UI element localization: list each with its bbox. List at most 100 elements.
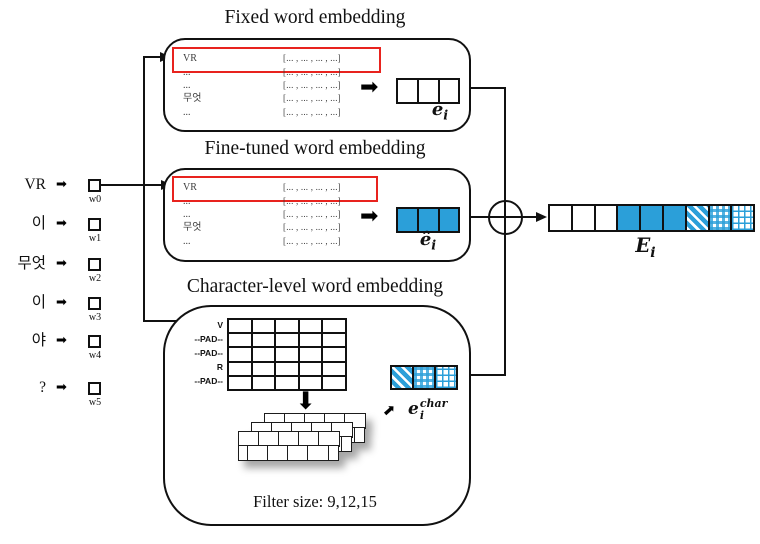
char-grid-cell xyxy=(321,346,347,363)
char-grid-cell xyxy=(297,317,323,335)
char-row-label: R xyxy=(216,362,223,372)
token-text: 이 xyxy=(31,215,46,232)
char-grid-cell xyxy=(274,374,300,391)
embedding-row-vector: [... , ... , ... , ...] xyxy=(283,67,341,77)
line-efixed-out xyxy=(459,87,506,90)
conv-row xyxy=(238,431,341,447)
filter-size-caption: Filter size: 9,12,15 xyxy=(253,492,377,511)
char-matrix-grid xyxy=(227,317,347,391)
embedding-row-word: ... xyxy=(183,79,191,91)
char-grid-cell xyxy=(321,360,347,377)
vector-cell-stripe xyxy=(686,206,710,230)
char-grid-cell xyxy=(227,360,253,377)
embedding-row-word: 무엇 xyxy=(183,92,202,104)
conv-cell xyxy=(307,445,330,462)
embedding-row-word: 무엇 xyxy=(183,221,202,233)
char-box-title: Character-level word embedding xyxy=(186,276,444,297)
e-char-superscript: char xyxy=(419,397,448,410)
embedding-row-word: ... xyxy=(183,106,191,118)
embedding-row-word: ... xyxy=(183,195,191,207)
char-grid-cell xyxy=(250,374,276,391)
vector-cell-white xyxy=(572,206,596,230)
word-node-label: w4 xyxy=(88,349,102,361)
vector-cell-white xyxy=(439,80,459,102)
conv-cell xyxy=(287,445,310,462)
word-node-square xyxy=(88,297,101,310)
line-branch-to-fixed xyxy=(145,56,161,59)
embedding-row-word: VR xyxy=(183,52,197,64)
word-node-label: w1 xyxy=(88,232,102,244)
vector-cell-white xyxy=(550,206,573,230)
embedding-row-word: ... xyxy=(183,235,191,247)
word-node-label: w3 xyxy=(88,311,102,323)
char-grid-cell xyxy=(227,317,253,335)
char-grid-cell xyxy=(250,346,276,363)
word-node-label: w0 xyxy=(88,193,102,205)
conv-cell xyxy=(247,445,270,462)
e-finetuned-label: êi xyxy=(419,229,437,254)
vector-cell-stripe xyxy=(392,367,414,388)
concat-plus-icon xyxy=(488,200,523,235)
char-grid-cell xyxy=(321,317,347,335)
vector-cell-white xyxy=(398,80,419,102)
char-grid-cell xyxy=(297,332,323,349)
embedding-row-word: VR xyxy=(183,181,197,193)
pad-row-label: --PAD-- xyxy=(194,334,223,344)
e-char-vector xyxy=(390,365,458,390)
embedding-row-vector: [... , ... , ... , ...] xyxy=(283,182,341,192)
embedding-row-word: ... xyxy=(183,66,191,78)
token-arrow-icon: ➡ xyxy=(56,380,67,395)
char-grid-cell xyxy=(274,332,300,349)
char-grid-cell xyxy=(274,317,300,335)
e-char-subscript: i xyxy=(419,408,425,422)
pad-row-label: --PAD-- xyxy=(194,348,223,358)
fixed-box-title: Fixed word embedding xyxy=(224,7,406,28)
word-node-square xyxy=(88,179,101,192)
vector-cell-blue xyxy=(418,209,440,231)
embedding-row-vector: [... , ... , ... , ...] xyxy=(283,93,341,103)
e-concat-vector xyxy=(548,204,756,232)
line-w0-to-finetuned xyxy=(100,184,162,187)
word-node-square xyxy=(88,258,101,271)
conv-cell xyxy=(267,445,290,462)
embedding-row-vector: [... , ... , ... , ...] xyxy=(283,236,341,246)
embedding-row-vector: [... , ... , ... , ...] xyxy=(283,107,341,117)
char-grid-cell xyxy=(274,346,300,363)
token-arrow-icon: ➡ xyxy=(56,256,67,271)
token-text: 이 xyxy=(31,294,46,311)
vector-cell-grid xyxy=(436,367,456,388)
vector-cell-white xyxy=(418,80,440,102)
conv-down-arrow-icon: ➡ xyxy=(292,389,321,411)
token-arrow-icon: ➡ xyxy=(56,295,67,310)
embedding-row-vector: [... , ... , ... , ...] xyxy=(283,209,341,219)
fixed-highlight-rect xyxy=(172,47,381,73)
word-node-label: w5 xyxy=(88,396,102,408)
conv-row xyxy=(238,445,340,462)
embedding-row-word: ... xyxy=(183,208,191,220)
token-arrow-icon: ➡ xyxy=(56,216,67,231)
char-grid-cell xyxy=(321,332,347,349)
pad-row-label: --PAD-- xyxy=(194,376,223,386)
vector-cell-blue xyxy=(641,206,664,230)
vector-cell-blue xyxy=(398,209,419,231)
char-grid-cell xyxy=(250,332,276,349)
char-grid-cell xyxy=(297,360,323,377)
char-grid-cell xyxy=(227,346,253,363)
char-grid-cell xyxy=(297,374,323,391)
finetuned-output-arrow-icon: ➡ xyxy=(360,204,379,229)
line-branch-vertical xyxy=(143,56,146,322)
embedding-row-vector: [... , ... , ... , ...] xyxy=(283,196,341,206)
embedding-row-vector: [... , ... , ... , ...] xyxy=(283,53,341,63)
line-echar-out xyxy=(457,374,506,377)
vector-cell-blue xyxy=(439,209,459,231)
word-node-label: w2 xyxy=(88,272,102,284)
e-fixed-vector xyxy=(396,78,461,104)
char-grid-cell xyxy=(274,360,300,377)
token-text: 무엇 xyxy=(17,255,46,272)
char-grid-cell xyxy=(297,346,323,363)
token-text: VR xyxy=(24,176,46,193)
char-grid-cell xyxy=(321,374,347,391)
word-node-square xyxy=(88,335,101,348)
char-grid-cell xyxy=(250,360,276,377)
